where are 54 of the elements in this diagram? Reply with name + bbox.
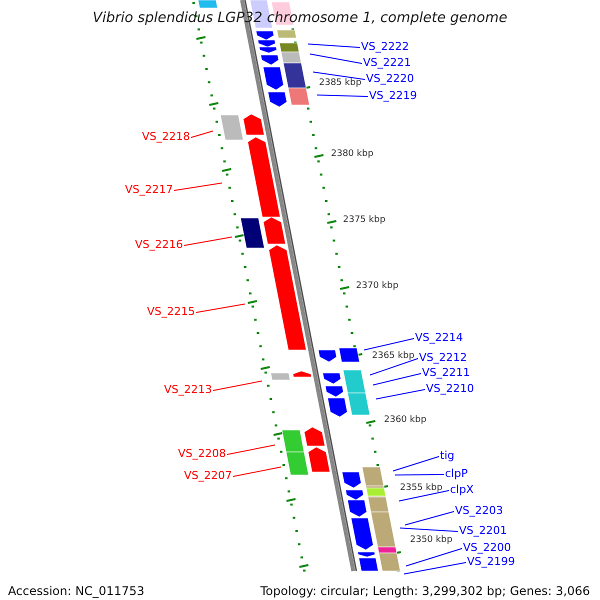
gene-label: VS_2210	[426, 383, 474, 394]
leader-line	[190, 130, 214, 138]
leader-line	[312, 72, 366, 80]
scale-tick-label: 2350 kbp	[410, 536, 452, 545]
gene-label: VS_2219	[369, 90, 418, 101]
gene-label: VS_2221	[363, 57, 412, 68]
gene-label: clpX	[450, 484, 474, 495]
gene-label: VS_2199	[467, 556, 516, 567]
gene-label: VS_2201	[459, 525, 508, 536]
leader-line	[184, 236, 232, 246]
leader-line	[364, 338, 414, 350]
gene-label: VS_2208	[178, 448, 226, 459]
gene-label: VS_2203	[455, 505, 504, 516]
leader-line	[310, 54, 362, 64]
gene-label: VS_2212	[419, 352, 468, 363]
gene-label: VS_2222	[361, 41, 410, 52]
gene-label: tig	[440, 450, 454, 461]
gene-label: VS_2200	[463, 542, 512, 553]
leader-line	[404, 562, 466, 574]
scale-tick-label: 2355 kbp	[400, 484, 442, 493]
leader-line	[308, 44, 360, 48]
leader-line	[316, 94, 368, 97]
gene-label: VS_2217	[124, 184, 173, 195]
leader-line	[404, 511, 454, 526]
gene-label: VS_2218	[142, 131, 190, 142]
leader-line	[400, 528, 458, 532]
gene-label: clpP	[445, 468, 468, 479]
scale-tick-label: 2360 kbp	[384, 416, 426, 425]
scale-tick-label: 2375 kbp	[343, 216, 386, 225]
leader-line	[174, 182, 222, 191]
leader-line	[196, 304, 246, 313]
genome-info-text: Topology: circular; Length: 3,299,302 bp; Genes: 3,066	[260, 585, 590, 597]
leader-line	[226, 444, 276, 455]
leader-line	[406, 548, 462, 566]
scale-tick-label: 2370 kbp	[356, 282, 398, 291]
accession-text: Accession: NC_011753	[8, 585, 144, 597]
leader-line	[370, 358, 418, 376]
scale-tick-label: 2380 kbp	[331, 150, 374, 159]
leader-line	[212, 380, 262, 391]
scale-tick-label: 2365 kbp	[372, 352, 414, 361]
leader-line	[398, 490, 450, 502]
gene-label: VS_2216	[134, 239, 183, 250]
leader-line	[394, 474, 444, 476]
leader-line	[232, 466, 282, 477]
gene-label: VS_2211	[422, 367, 470, 378]
gene-label: VS_2213	[164, 384, 212, 395]
leader-line	[372, 373, 422, 386]
leader-line	[392, 456, 440, 472]
gene-label: VS_2220	[366, 73, 414, 84]
leader-line	[376, 389, 426, 400]
gene-label: VS_2214	[415, 332, 464, 343]
gene-label: VS_2207	[184, 470, 232, 481]
gene-label: VS_2215	[146, 306, 195, 317]
scale-tick-label: 2385 kbp	[319, 79, 362, 88]
